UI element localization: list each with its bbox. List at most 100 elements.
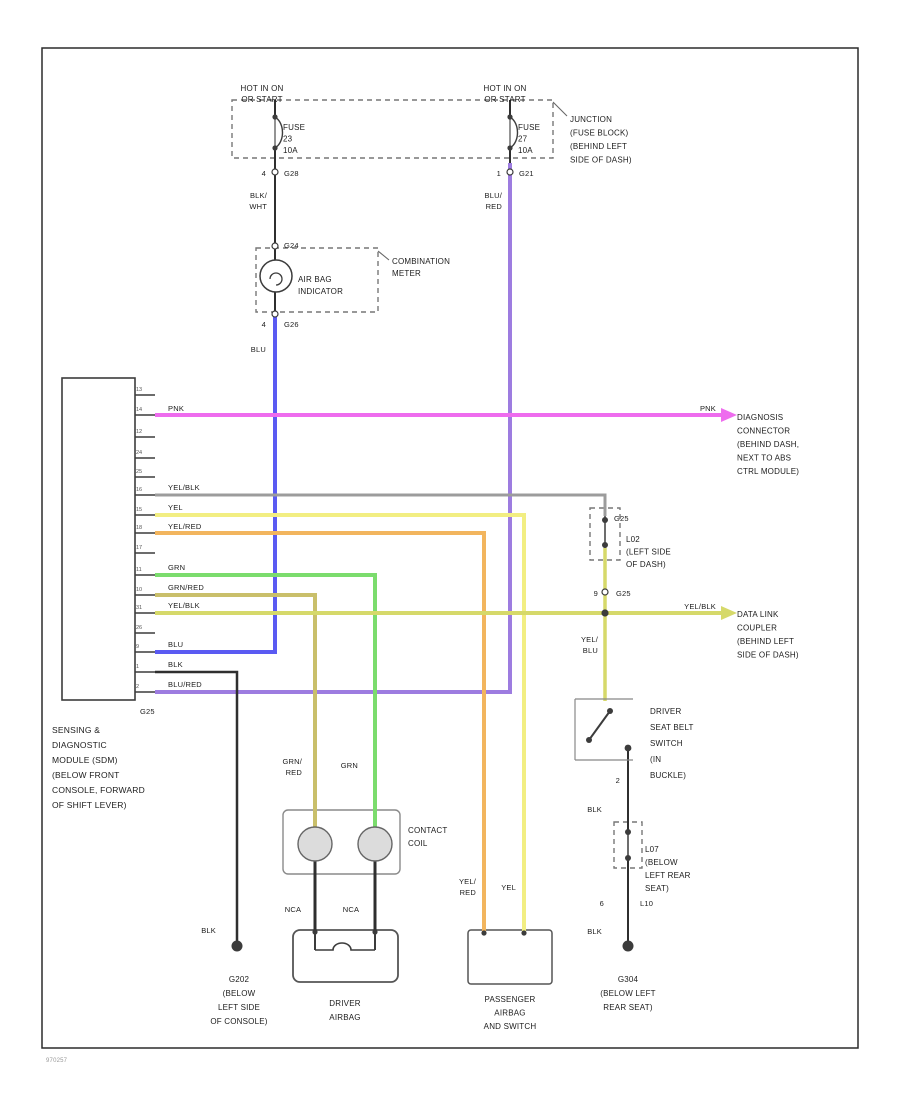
ground-g202-note-line-1: (BELOW bbox=[223, 989, 256, 998]
wire-yelred-bottom-label-line-1: RED bbox=[460, 888, 477, 897]
sdm-pin-number: 17 bbox=[136, 545, 142, 551]
airbag-indicator-label-line-1: INDICATOR bbox=[298, 287, 343, 296]
sdm-wire-yelblk: YEL/BLK bbox=[168, 483, 200, 492]
sdm-note-line-1: DIAGNOSTIC bbox=[52, 740, 107, 750]
ground-g202-note-line-2: LEFT SIDE bbox=[218, 1003, 260, 1012]
l02-conn-bottom: G25 bbox=[616, 589, 631, 598]
sdm-wire-grn: GRN bbox=[168, 563, 185, 572]
wire-yel-bottom-label: YEL bbox=[501, 883, 516, 892]
wire-indicator-blu bbox=[155, 317, 277, 654]
contact-coil-box bbox=[282, 809, 401, 875]
seatbelt-blk-label-2-line-0: BLK bbox=[587, 927, 602, 936]
arrow-yel_blk bbox=[721, 606, 737, 620]
l07-note-line-1: (BELOW bbox=[645, 858, 678, 867]
junction-dot bbox=[586, 737, 592, 743]
sdm-pin-number: 15 bbox=[136, 507, 142, 513]
meter-conn-top-line-0: G24 bbox=[284, 241, 299, 250]
fuse-right-label-line-0: FUSE bbox=[518, 123, 540, 132]
fuse-right-label-line-1: 27 bbox=[518, 135, 528, 144]
l02-pin: 9 bbox=[594, 589, 598, 598]
driver-squib bbox=[315, 942, 375, 951]
ground-g202-blk-label-line-0: BLK bbox=[201, 926, 216, 935]
sdm-wire-grn-line-0: GRN bbox=[168, 563, 185, 572]
fuse-left-pin: 4 bbox=[262, 169, 266, 178]
driver-airbag-box bbox=[292, 929, 399, 983]
sdm-note-line-0: SENSING & bbox=[52, 725, 100, 735]
junction-dot bbox=[507, 114, 513, 120]
contact-coil-left bbox=[297, 826, 333, 862]
junction-dot bbox=[602, 542, 608, 548]
junction-dot bbox=[622, 940, 634, 952]
sdm-wire-blk-line-0: BLK bbox=[168, 660, 183, 669]
wire-yel-red-passenger bbox=[155, 531, 486, 933]
meter-pin-bottom-line-0: 4 bbox=[262, 320, 266, 329]
sdm-wire-yelblk2: YEL/BLK bbox=[168, 601, 200, 610]
driver-airbag-label-line-1: AIRBAG bbox=[329, 1013, 360, 1022]
junction-dot bbox=[602, 517, 608, 523]
data-link-coupler-note-line-2: (BEHIND LEFT bbox=[737, 637, 794, 646]
diagnosis-connector-note-line-2: (BEHIND DASH, bbox=[737, 440, 799, 449]
meter-note-tick bbox=[377, 250, 390, 261]
seatbelt-switch-note-line-1: SEAT BELT bbox=[650, 723, 694, 732]
fuse-left-conn: G28 bbox=[284, 169, 299, 178]
sdm-wire-yelblk-line-0: YEL/BLK bbox=[168, 483, 200, 492]
fuse27-element bbox=[509, 116, 519, 149]
connector-ring bbox=[601, 588, 609, 596]
sdm-wire-pnk: PNK bbox=[168, 404, 184, 413]
wire-blu-label-line-0: BLU bbox=[251, 345, 266, 354]
sdm-wire-yel: YEL bbox=[168, 503, 183, 512]
sdm-wire-yel-line-0: YEL bbox=[168, 503, 183, 512]
combination-meter-label-line-1: METER bbox=[392, 269, 421, 278]
fuse23-element bbox=[274, 116, 284, 149]
hot-label-left-line-1: OR START bbox=[241, 95, 282, 104]
sdm-wire-blu-line-0: BLU bbox=[168, 640, 183, 649]
wire-blk-wht-label-line-1: WHT bbox=[249, 202, 267, 211]
wire-yelblu-label: YEL/BLU bbox=[581, 635, 599, 655]
junction-block-note-line-2: (BEHIND LEFT bbox=[570, 142, 627, 151]
junction-block-note-line-0: JUNCTION bbox=[570, 115, 612, 124]
sdm-pin-number: 1 bbox=[136, 664, 139, 670]
connector-ring bbox=[506, 168, 514, 176]
sdm-pin-number: 24 bbox=[136, 450, 142, 456]
meter-conn-bottom: G26 bbox=[284, 320, 299, 329]
l07-pin: 6 bbox=[600, 899, 604, 908]
wire-grnred-bottom-label: GRN/RED bbox=[282, 757, 302, 777]
nca-right: NCA bbox=[343, 905, 359, 914]
diagnosis-connector-note-line-0: DIAGNOSIS bbox=[737, 413, 783, 422]
connector-ring bbox=[271, 242, 279, 250]
nca-left-line-0: NCA bbox=[285, 905, 301, 914]
fuse-left-conn-line-0: G28 bbox=[284, 169, 299, 178]
l02-conn-top: G25 bbox=[614, 514, 629, 523]
sdm-pin-number: 12 bbox=[136, 429, 142, 435]
sdm-wire-yelblk2-line-0: YEL/BLK bbox=[168, 601, 200, 610]
sdm-wire-blk: BLK bbox=[168, 660, 183, 669]
footer-code: 970257 bbox=[46, 1058, 68, 1064]
sdm-conn: G25 bbox=[140, 707, 155, 716]
l07-pin-line-0: 6 bbox=[600, 899, 604, 908]
combination-meter-box bbox=[255, 247, 379, 313]
sdm-pin-number: 11 bbox=[136, 567, 142, 573]
seatbelt-switch-blade bbox=[588, 710, 611, 741]
l02-pin-line-0: 9 bbox=[594, 589, 598, 598]
wire-yel-passenger bbox=[155, 513, 526, 933]
junction-dot bbox=[521, 930, 527, 936]
sdm-box bbox=[61, 377, 136, 701]
fuse-right-label: FUSE 27 10A bbox=[518, 123, 540, 155]
l02-conn-top-line-0: G25 bbox=[614, 514, 629, 523]
fuse-right-label-line-2: 10A bbox=[518, 146, 533, 155]
seatbelt-pin: 2 bbox=[616, 776, 620, 785]
connector-ring bbox=[271, 168, 279, 176]
l07-note-line-0: L07 bbox=[645, 845, 659, 854]
junction-dot bbox=[607, 708, 613, 714]
hot-label-right-line-1: OR START bbox=[484, 95, 525, 104]
meter-pin-bottom: 4 bbox=[262, 320, 266, 329]
